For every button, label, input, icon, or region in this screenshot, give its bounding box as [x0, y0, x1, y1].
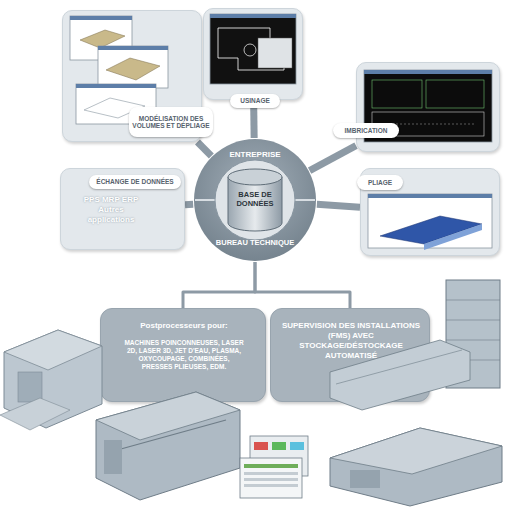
screenshot-nesting	[364, 70, 492, 142]
fms-storage	[330, 280, 500, 410]
node-text: PPS MRP ERP Autres applications	[75, 195, 147, 243]
press-brake	[96, 392, 240, 500]
screenshot-bending	[368, 194, 492, 250]
screenshot-modelling	[70, 16, 168, 124]
connector-line	[310, 146, 356, 171]
connector-line	[183, 262, 255, 308]
node-text: ENTREPRISE	[193, 150, 317, 160]
laser-machine	[330, 428, 502, 506]
label-pill: USINAGE	[230, 94, 280, 108]
connector-line	[197, 142, 211, 156]
label-pill: IMBRICATION	[333, 123, 399, 138]
screenshot-machining	[210, 14, 296, 84]
data-exchange-box: ÉCHANGE DE DONNÉES PPS MRP ERP Autres app…	[60, 168, 185, 250]
database-cylinder: BASE DE DONNÉES	[226, 168, 284, 232]
label-pill: ÉCHANGE DE DONNÉES	[89, 175, 181, 189]
supervision-box: SUPERVISION DES INSTALLATIONS (FMS) AVEC…	[270, 308, 430, 402]
connector-line	[317, 204, 360, 207]
label-pill: PLIAGE	[357, 175, 403, 190]
postprocessor-box: Postprocesseurs pour: MACHINES POINCONNEU…	[100, 308, 266, 402]
node-text: SUPERVISION DES INSTALLATIONS (FMS) AVEC…	[279, 321, 423, 371]
connector-line	[185, 201, 193, 209]
screenshot-panel: USINAGE	[203, 8, 303, 100]
node-text: BUREAU TECHNIQUE	[193, 238, 317, 248]
screenshot-panel: IMBRICATION	[356, 62, 500, 152]
punching-machine	[0, 330, 102, 430]
label-pill: MODÉLISATION DES VOLUMES ET DÉPLIAGE	[129, 107, 213, 137]
connector-line	[255, 262, 350, 308]
hub-ring: ENTREPRISE BUREAU TECHNIQUE BASE DE DONNÉE…	[193, 138, 317, 262]
node-text: Postprocesseurs pour:	[107, 321, 261, 333]
node-text: MACHINES POINCONNEUSES, LASER 2D, LASER …	[123, 339, 245, 399]
software-screens	[240, 436, 308, 498]
node-text: BASE DE DONNÉES	[230, 190, 280, 216]
screenshot-panel: PLIAGE	[360, 168, 500, 256]
screenshot-panel: MODÉLISATION DES VOLUMES ET DÉPLIAGE	[62, 10, 202, 142]
